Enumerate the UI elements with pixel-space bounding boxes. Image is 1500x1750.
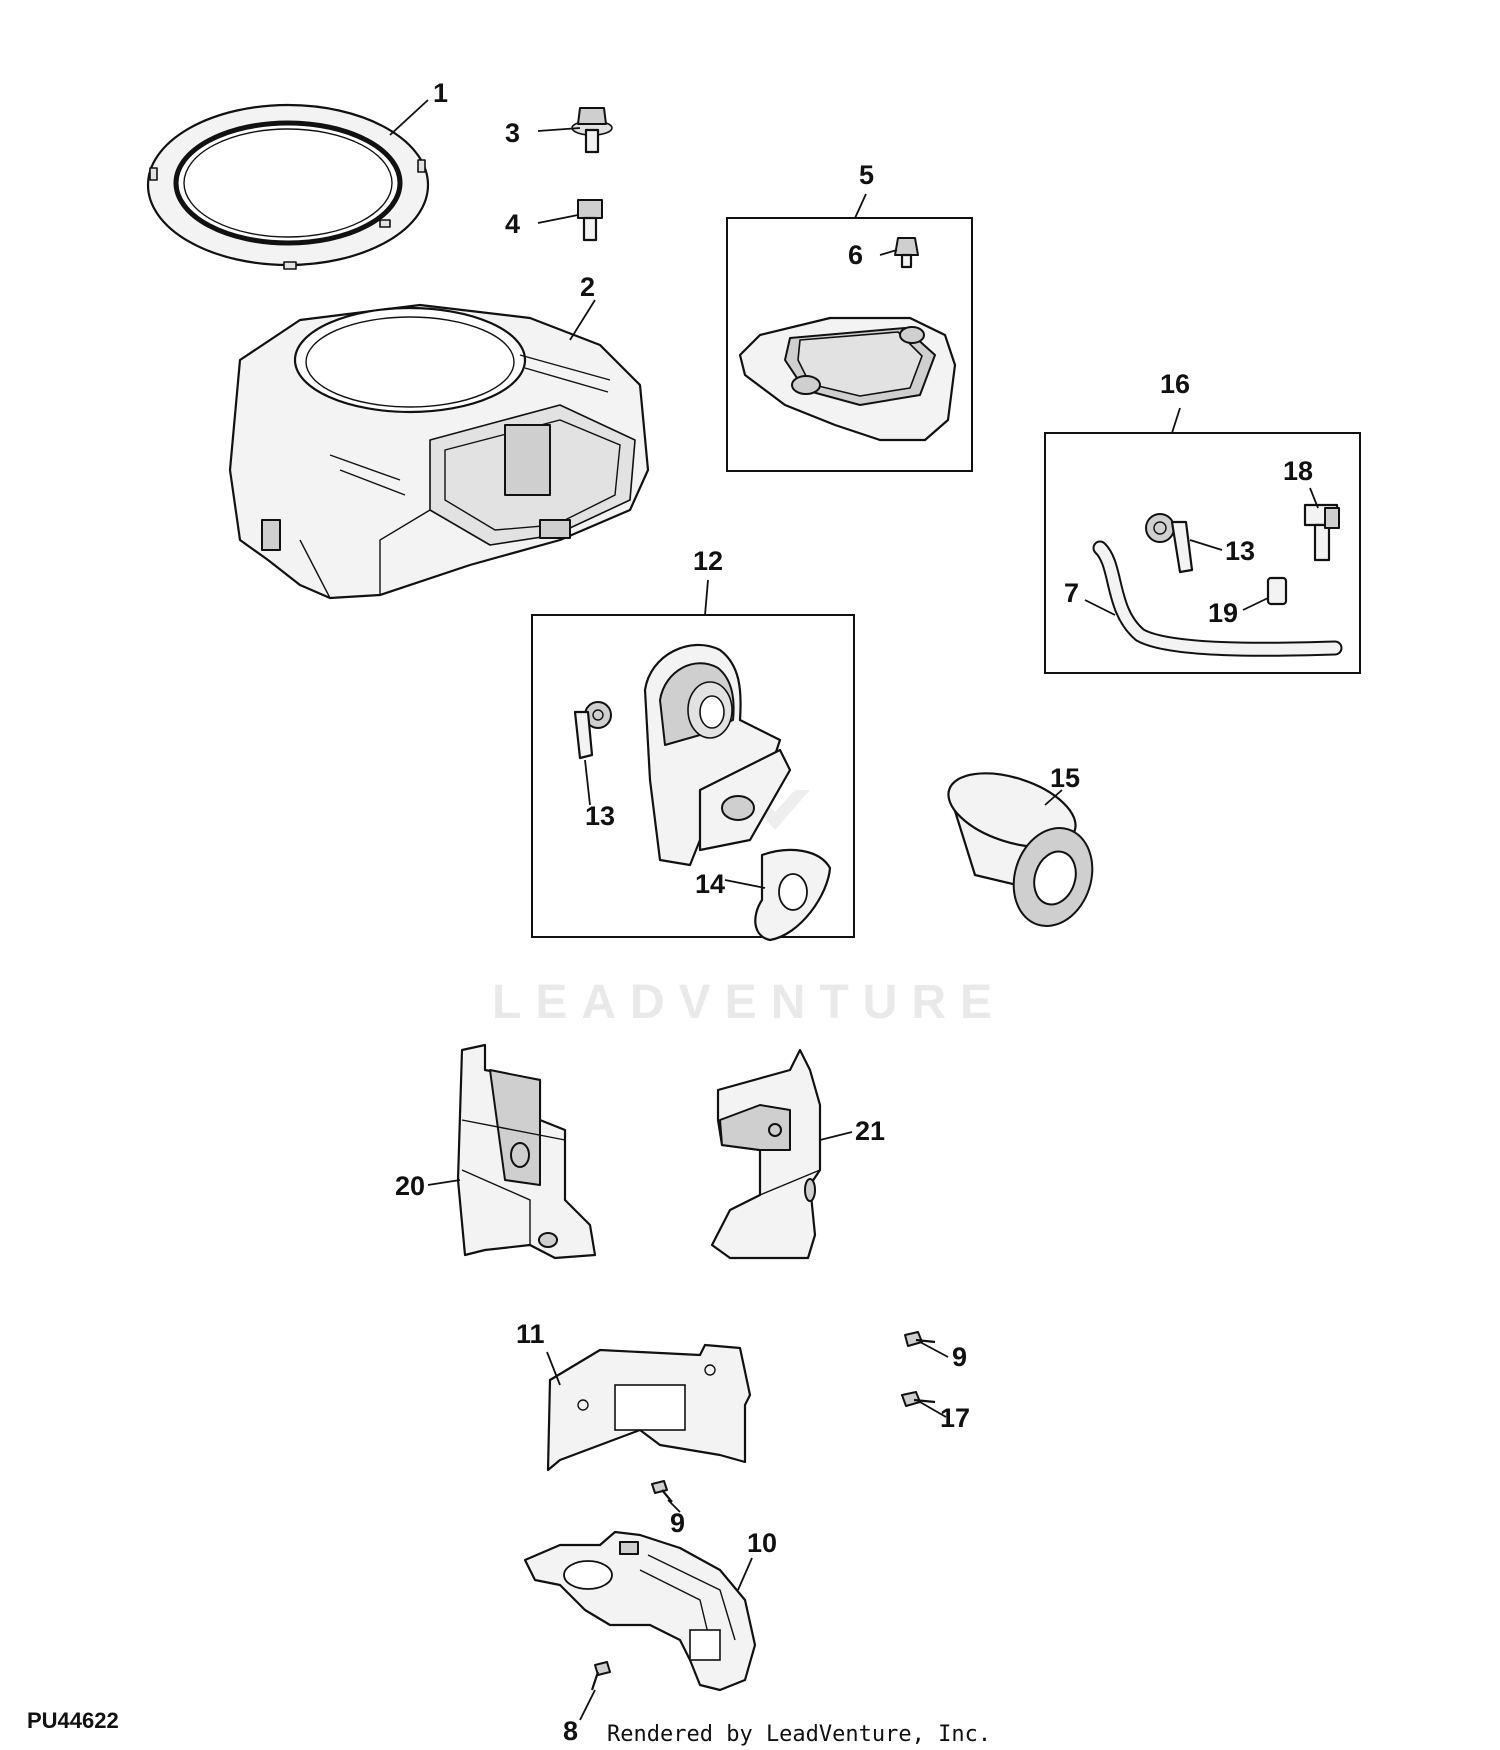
callout-9: 9 — [952, 1342, 967, 1372]
part-13-fitting — [573, 701, 612, 760]
watermark-text: LEADVENTURE — [492, 976, 1006, 1029]
part-18-elbow — [1303, 503, 1340, 562]
callout-10: 10 — [747, 1528, 777, 1558]
part-7-hose — [1092, 540, 1343, 657]
part-4-bolt — [577, 199, 603, 242]
callout-14: 14 — [695, 869, 725, 899]
part-19-sleeve — [1266, 576, 1288, 606]
part-1-ring — [146, 103, 430, 270]
part-15-air-filter — [947, 772, 1094, 927]
callout-7: 7 — [1064, 578, 1079, 608]
callout-2: 2 — [580, 272, 595, 302]
callout-5: 5 — [859, 160, 874, 190]
callout-15: 15 — [1050, 763, 1080, 793]
callout-6: 6 — [848, 240, 863, 270]
part-20-shroud — [456, 1043, 597, 1260]
callout-16: 16 — [1160, 369, 1190, 399]
callout-20: 20 — [395, 1171, 425, 1201]
callout-11: 11 — [516, 1319, 545, 1349]
callout-3: 3 — [505, 118, 520, 148]
part-12-air-intake — [643, 644, 792, 867]
render-credit: Rendered by LeadVenture, Inc. — [607, 1722, 991, 1747]
watermark: LEADVENTURE — [492, 790, 1006, 1029]
callout-13-kit: 13 — [1225, 536, 1255, 566]
kit-box-16 — [1044, 432, 1361, 674]
callout-21: 21 — [855, 1116, 885, 1146]
kit-box-12 — [531, 614, 855, 938]
part-5-cover — [738, 316, 957, 442]
part-9-screw — [904, 1331, 936, 1347]
callout-1: 1 — [433, 78, 448, 108]
callout-4: 4 — [505, 209, 520, 239]
part-8-screw — [590, 1661, 611, 1691]
part-3-bolt — [571, 107, 613, 154]
part-6-nut — [894, 237, 919, 269]
callout-17: 17 — [940, 1403, 970, 1433]
figure-code: PU44622 — [27, 1708, 119, 1733]
kit-box-5 — [726, 217, 973, 472]
leader-lines — [389, 99, 1319, 1721]
part-13-fitting-kit — [1145, 513, 1194, 574]
part-9-screw-lower — [651, 1480, 673, 1503]
part-2-blower-housing — [228, 303, 650, 600]
part-11-baffle — [546, 1343, 752, 1472]
part-17-screw — [901, 1391, 936, 1407]
part-14-gasket — [754, 848, 832, 942]
callout-18: 18 — [1283, 456, 1313, 486]
callout-labels: 1 3 4 2 5 6 16 18 13 19 7 12 13 14 15 20… — [395, 78, 1313, 1746]
callout-12: 12 — [693, 546, 723, 576]
callout-8: 8 — [563, 1716, 578, 1746]
part-10-backplate — [523, 1530, 757, 1692]
callout-13: 13 — [585, 801, 615, 831]
callout-19: 19 — [1208, 598, 1238, 628]
part-21-shroud — [710, 1048, 822, 1260]
callout-9-lower: 9 — [670, 1508, 685, 1538]
